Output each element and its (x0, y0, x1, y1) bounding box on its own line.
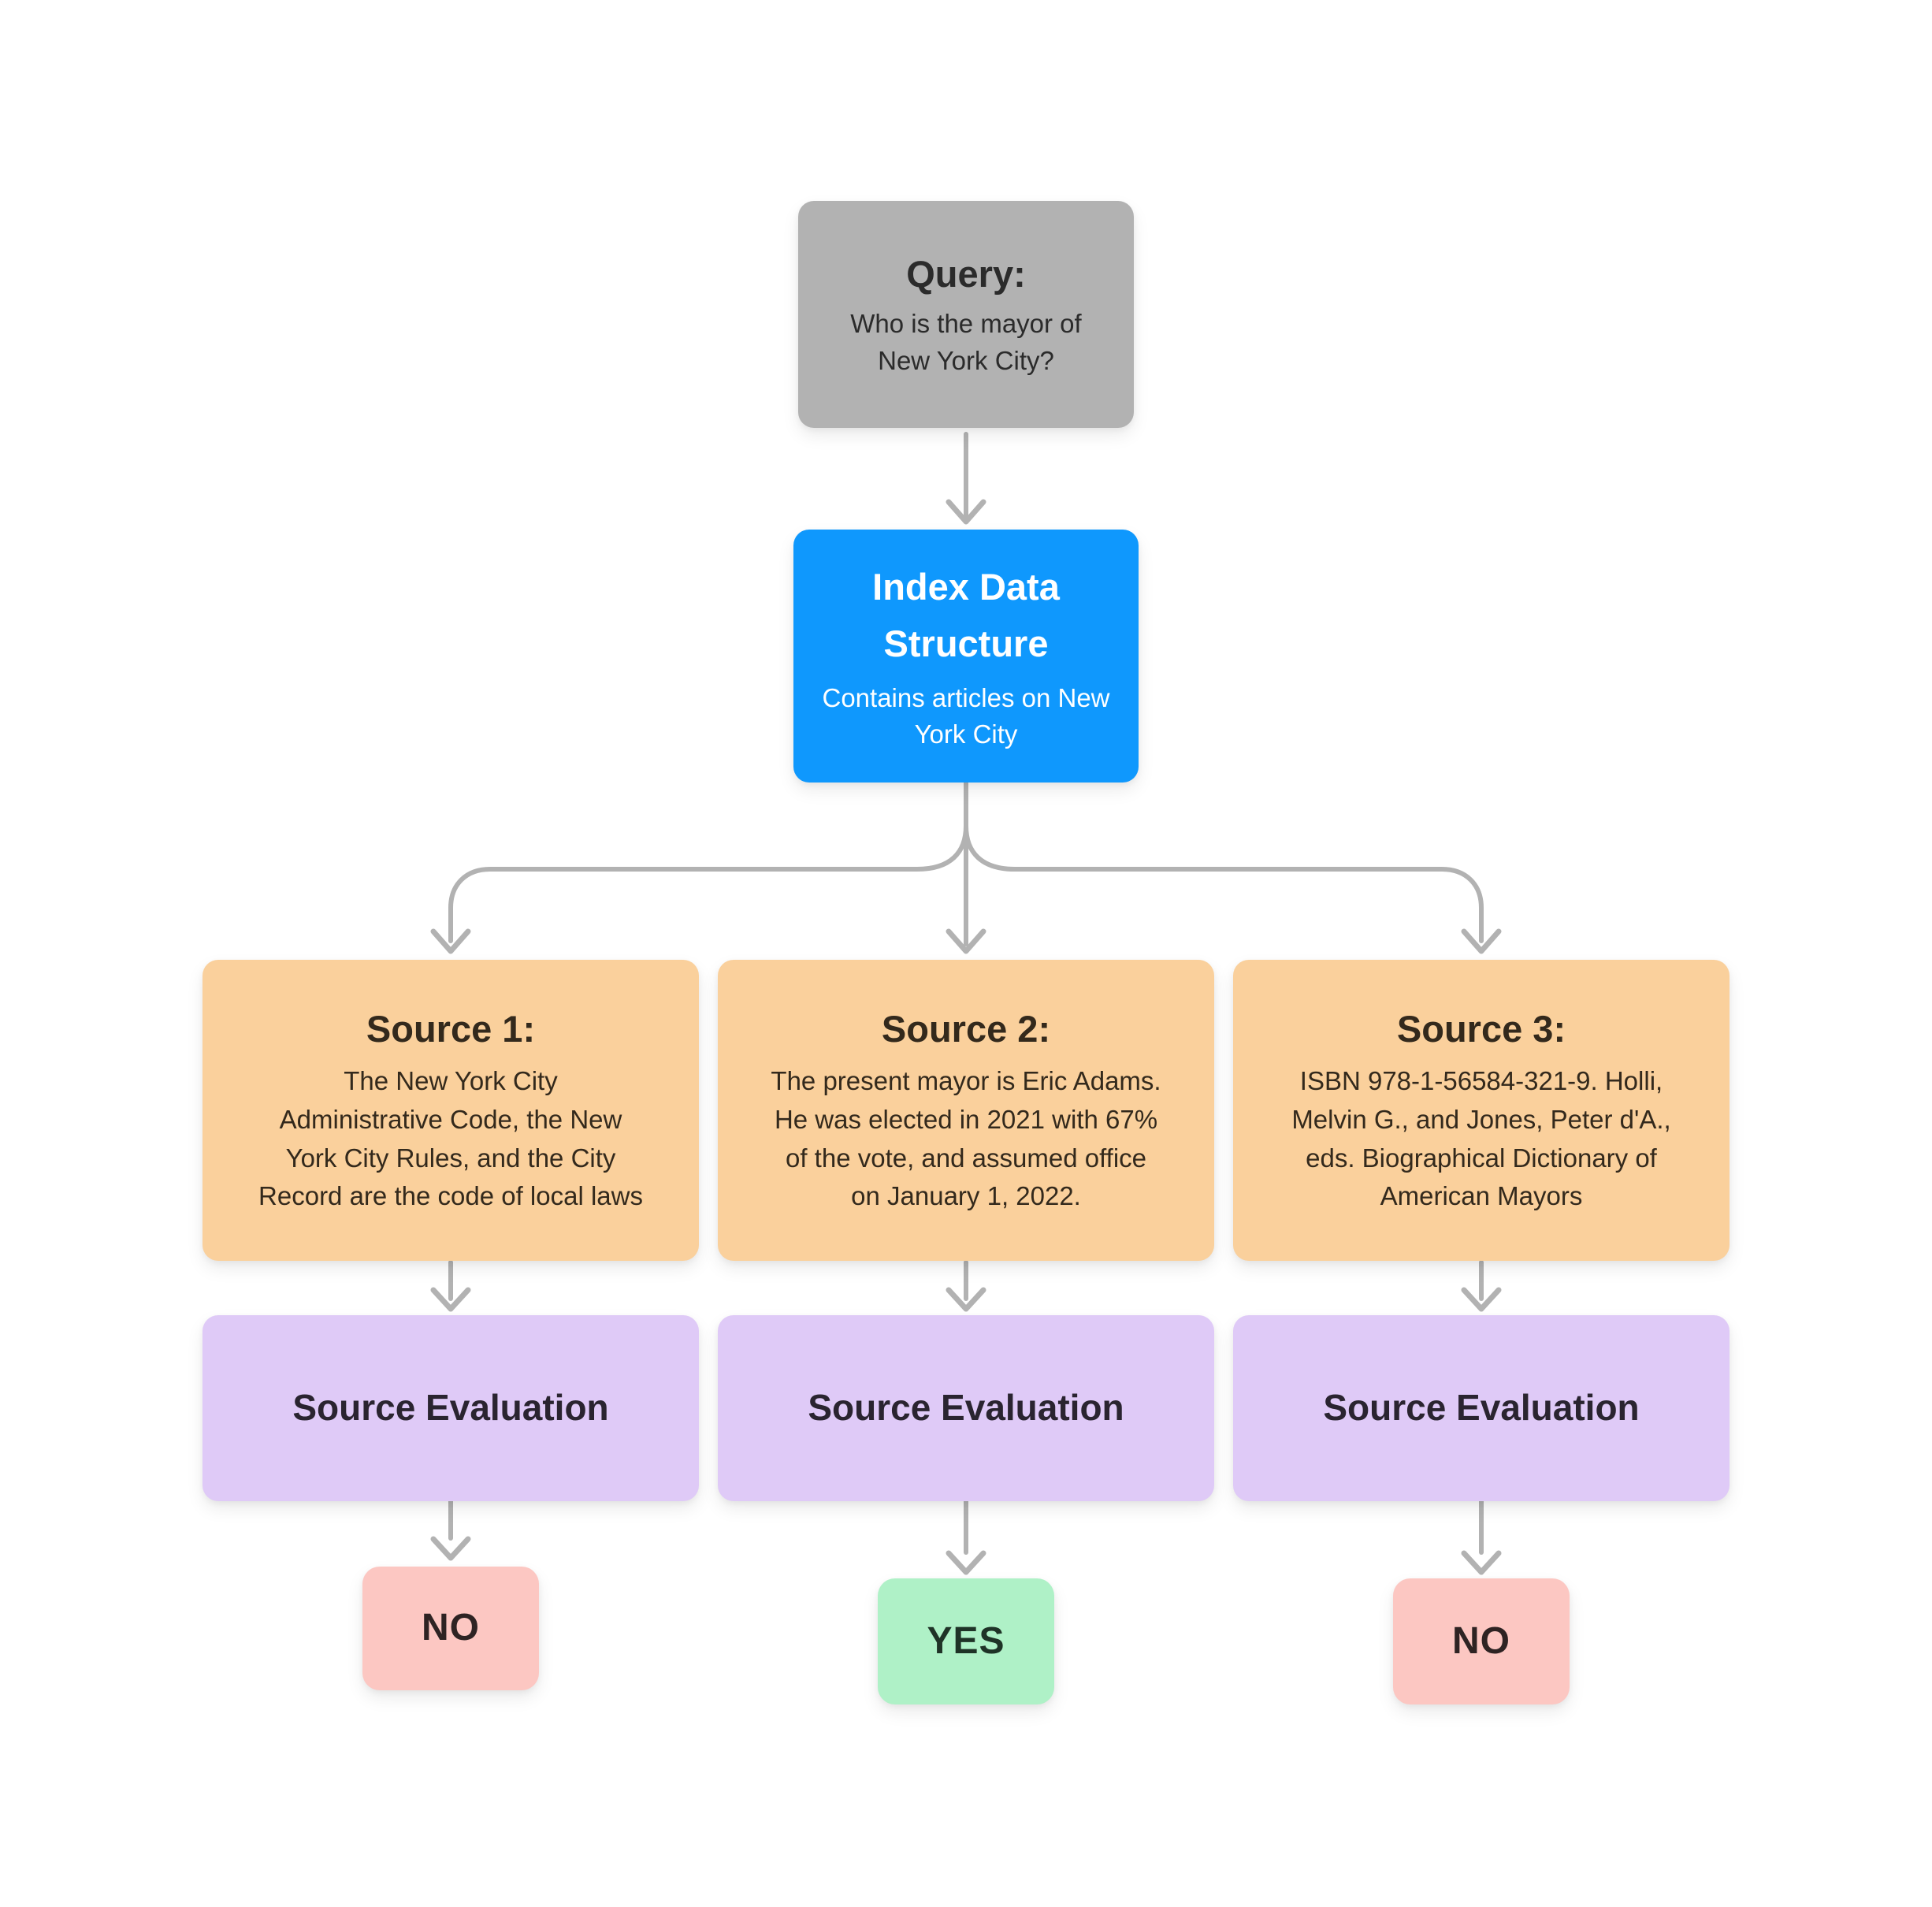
result-1-no-node: NO (362, 1567, 539, 1690)
query-body: Who is the mayor of New York City? (850, 308, 1082, 375)
result-3-label: NO (1452, 1619, 1510, 1662)
arrowhead-index-to-source1 (430, 928, 471, 954)
source-evaluation-3-label: Source Evaluation (1323, 1387, 1640, 1429)
connector-index-to-source3 (964, 823, 1484, 943)
source-3-body: ISBN 978-1-56584-321-9. Holli, Melvin G.… (1291, 1065, 1671, 1211)
source-evaluation-1-node: Source Evaluation (202, 1315, 699, 1501)
arrowhead-eval2-to-result2 (946, 1550, 986, 1575)
arrowhead-query-to-index (946, 499, 986, 525)
index-title: Index Data Structure (872, 565, 1060, 664)
source-2-title: Source 2: (881, 1007, 1051, 1050)
index-body: Contains articles on New York City (822, 682, 1110, 749)
source-2-body: The present mayor is Eric Adams. He was … (771, 1065, 1161, 1211)
arrowhead-index-to-source2 (946, 928, 986, 954)
source-evaluation-2-node: Source Evaluation (718, 1315, 1214, 1501)
source-2-node: Source 2: The present mayor is Eric Adam… (718, 960, 1214, 1261)
arrowhead-eval1-to-result1 (430, 1536, 471, 1561)
source-3-node: Source 3: ISBN 978-1-56584-321-9. Holli,… (1233, 960, 1730, 1261)
result-3-no-node: NO (1393, 1578, 1570, 1704)
source-3-title: Source 3: (1396, 1007, 1566, 1050)
result-2-yes-node: YES (878, 1578, 1054, 1704)
source-1-node: Source 1: The New York City Administrati… (202, 960, 699, 1261)
query-node: Query: Who is the mayor of New York City… (798, 201, 1134, 428)
result-2-label: YES (927, 1619, 1005, 1662)
source-1-body: The New York City Administrative Code, t… (258, 1065, 643, 1211)
index-data-structure-node: Index Data Structure Contains articles o… (793, 530, 1139, 783)
source-1-title: Source 1: (366, 1007, 536, 1050)
source-evaluation-3-node: Source Evaluation (1233, 1315, 1730, 1501)
source-evaluation-2-label: Source Evaluation (808, 1387, 1124, 1429)
arrowhead-source2-to-eval2 (946, 1287, 986, 1312)
source-evaluation-1-label: Source Evaluation (292, 1387, 609, 1429)
arrowhead-index-to-source3 (1461, 928, 1502, 954)
connector-index-to-source1 (448, 823, 968, 943)
arrowhead-source1-to-eval1 (430, 1287, 471, 1312)
arrowhead-eval3-to-result3 (1461, 1550, 1502, 1575)
query-title: Query: (906, 252, 1026, 295)
arrowhead-source3-to-eval3 (1461, 1287, 1502, 1312)
result-1-label: NO (422, 1607, 480, 1649)
